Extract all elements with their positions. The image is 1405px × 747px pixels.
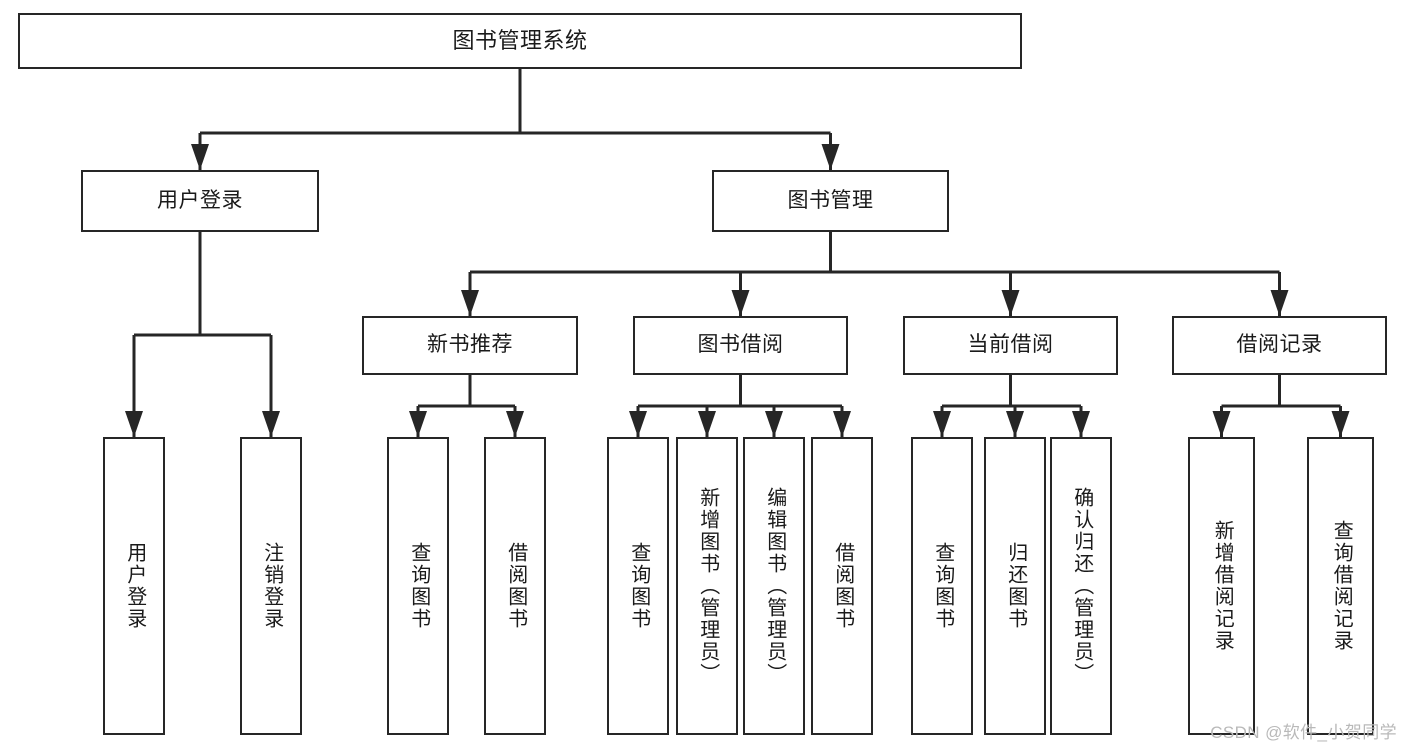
node-borrow-record[interactable]: 借阅记录 [1172, 316, 1387, 375]
arrowhead-icon [933, 411, 951, 437]
node-leaf-user-login[interactable]: 用户登录 [103, 437, 165, 735]
node-leaf-borrow-1[interactable]: 借阅图书 [484, 437, 546, 735]
node-label: 归还图书 [1004, 542, 1027, 630]
arrowhead-icon [262, 411, 280, 437]
node-leaf-query-rec[interactable]: 查询借阅记录 [1307, 437, 1374, 735]
node-root[interactable]: 图书管理系统 [18, 13, 1022, 69]
arrowhead-icon [698, 411, 716, 437]
node-label: 确认归还（管理员） [1070, 487, 1093, 685]
node-leaf-logout[interactable]: 注销登录 [240, 437, 302, 735]
arrowhead-icon [1270, 290, 1289, 316]
node-label: 新书推荐 [427, 333, 513, 357]
arrowhead-icon [409, 411, 427, 437]
node-new-book-rec[interactable]: 新书推荐 [362, 316, 578, 375]
node-book-borrow[interactable]: 图书借阅 [633, 316, 848, 375]
node-leaf-return[interactable]: 归还图书 [984, 437, 1046, 735]
arrowhead-icon [1212, 411, 1231, 437]
node-label: 借阅记录 [1236, 333, 1323, 357]
node-user-login[interactable]: 用户登录 [81, 170, 319, 232]
node-label: 查询图书 [627, 542, 650, 630]
node-label: 新增图书（管理员） [696, 487, 719, 685]
arrowhead-icon [629, 411, 647, 437]
arrowhead-icon [833, 411, 851, 437]
node-label: 图书管理系统 [452, 28, 588, 54]
node-label: 图书管理 [787, 188, 874, 212]
node-leaf-query-1[interactable]: 查询图书 [387, 437, 449, 735]
node-leaf-add-rec[interactable]: 新增借阅记录 [1188, 437, 1255, 735]
arrowhead-icon [731, 290, 750, 316]
node-label: 查询借阅记录 [1330, 520, 1353, 652]
node-leaf-query-2[interactable]: 查询图书 [607, 437, 669, 735]
node-leaf-confirm[interactable]: 确认归还（管理员） [1050, 437, 1112, 735]
arrowhead-icon [1072, 411, 1090, 437]
node-label: 图书借阅 [697, 333, 784, 357]
node-label: 查询图书 [407, 542, 430, 630]
node-leaf-add-book[interactable]: 新增图书（管理员） [676, 437, 738, 735]
arrowhead-icon [821, 144, 840, 170]
node-label: 借阅图书 [831, 542, 854, 630]
arrowhead-icon [1001, 290, 1020, 316]
arrowhead-icon [765, 411, 783, 437]
node-leaf-borrow-2[interactable]: 借阅图书 [811, 437, 873, 735]
arrowhead-icon [1006, 411, 1024, 437]
node-label: 用户登录 [157, 188, 243, 212]
node-book-manage[interactable]: 图书管理 [712, 170, 949, 232]
node-leaf-query-3[interactable]: 查询图书 [911, 437, 973, 735]
arrowhead-icon [461, 290, 479, 316]
node-label: 借阅图书 [504, 542, 527, 630]
node-label: 当前借阅 [967, 333, 1054, 357]
node-label: 注销登录 [260, 542, 283, 630]
node-label: 编辑图书（管理员） [763, 487, 786, 685]
arrowhead-icon [125, 411, 143, 437]
arrowhead-icon [1331, 411, 1350, 437]
node-current-borrow[interactable]: 当前借阅 [903, 316, 1118, 375]
node-label: 新增借阅记录 [1211, 520, 1234, 652]
node-label: 用户登录 [123, 542, 146, 630]
node-label: 查询图书 [931, 542, 954, 630]
arrowhead-icon [191, 144, 209, 170]
arrowhead-icon [506, 411, 524, 437]
node-leaf-edit-book[interactable]: 编辑图书（管理员） [743, 437, 805, 735]
watermark: CSDN @软件_小贺同学 [1210, 723, 1397, 742]
